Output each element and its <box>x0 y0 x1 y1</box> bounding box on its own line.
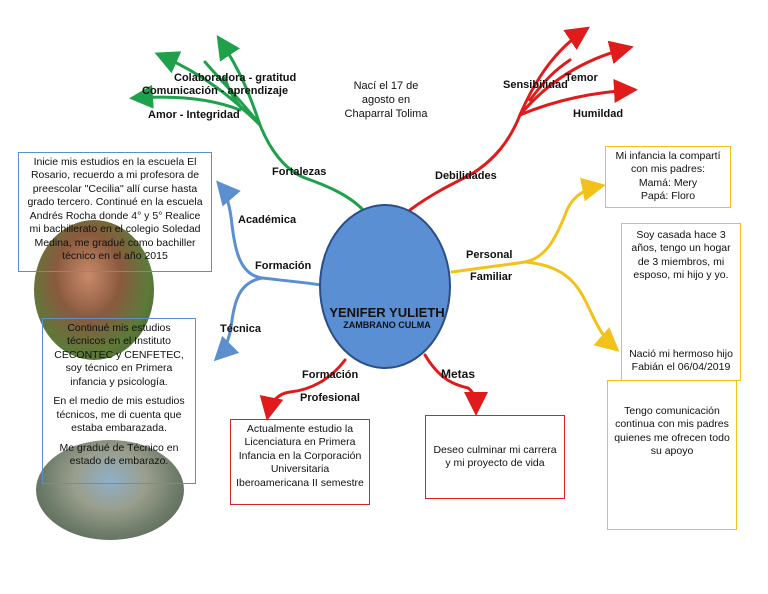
debilidad-item: Sensibilidad <box>503 79 568 91</box>
formacion-profesional-branch <box>259 358 347 421</box>
debilidades-branches <box>408 26 638 212</box>
casada-text: Soy casada hace 3 años, tengo un hogar d… <box>631 229 731 282</box>
comunicacion-text: Tengo comunicación continua con mis padr… <box>614 405 730 458</box>
formacion-profesional-label: Formación <box>302 369 359 381</box>
personal-familiar-branches <box>450 177 620 352</box>
comunicacion-box: Tengo comunicación continua con mis padr… <box>607 380 737 530</box>
metas-label: Metas <box>441 367 476 381</box>
birth-note: Nací el 17 de agosto en Chaparral Tolima <box>344 80 428 120</box>
tecnica-paragraph: Me gradué de Técnico en estado de embara… <box>59 441 179 467</box>
fortaleza-item: Comunicación - aprendizaje <box>142 85 289 97</box>
tecnica-label: Técnica <box>220 323 261 335</box>
academica-box: Inicie mis estudios en la escuela El Ros… <box>18 152 212 272</box>
tecnica-paragraph: Continué mis estudios técnicos en el Ins… <box>54 322 184 388</box>
tecnica-paragraph: En el medio de mis estudios técnicos, me… <box>53 395 185 435</box>
debilidades-label: Debilidades <box>435 170 497 182</box>
academica-text: Inicie mis estudios en la escuela El Ros… <box>27 156 203 263</box>
debilidad-item: Temor <box>565 72 598 84</box>
formacion-branches <box>213 180 324 362</box>
infancia-line: Mamá: Mery <box>638 176 698 189</box>
debilidad-item: Humildad <box>573 108 624 120</box>
personal-label: Personal <box>466 249 513 261</box>
metas-branch <box>423 353 488 416</box>
fortaleza-item: Colaboradora - gratitud <box>174 72 297 84</box>
central-node <box>319 204 451 369</box>
central-surname: ZAMBRANO CULMA <box>343 320 431 330</box>
familiar-label: Familiar <box>470 271 513 283</box>
family-photo-bottom <box>36 440 184 540</box>
infancia-box: Mi infancia la compartí con mis padres: … <box>605 146 731 208</box>
metas-box: Deseo culminar mi carrera y mi proyecto … <box>425 415 565 499</box>
infancia-line: Papá: Floro <box>640 190 696 203</box>
family-photo-top <box>34 220 154 360</box>
tecnica-box: Continué mis estudios técnicos en el Ins… <box>42 318 196 484</box>
formacion-profesional-box: Actualmente estudio la Licenciatura en P… <box>230 419 370 505</box>
hijo-text: Nació mi hermoso hijo Fabián el 06/04/20… <box>629 348 733 374</box>
fortaleza-item: Amor - Integridad <box>148 109 240 121</box>
fortalezas-label: Fortalezas <box>272 166 327 178</box>
formacion-profesional-text: Actualmente estudio la Licenciatura en P… <box>236 423 364 489</box>
formacion-profesional-label-2: Profesional <box>300 392 360 404</box>
hogar-box: Soy casada hace 3 años, tengo un hogar d… <box>621 223 741 381</box>
academica-label: Académica <box>238 214 297 226</box>
metas-text: Deseo culminar mi carrera y mi proyecto … <box>433 443 557 469</box>
infancia-line: Mi infancia la compartí con mis padres: <box>615 150 721 176</box>
central-name: YENIFER YULIETH <box>329 305 445 320</box>
fortalezas-branches <box>129 35 367 214</box>
formacion-label: Formación <box>255 260 312 272</box>
